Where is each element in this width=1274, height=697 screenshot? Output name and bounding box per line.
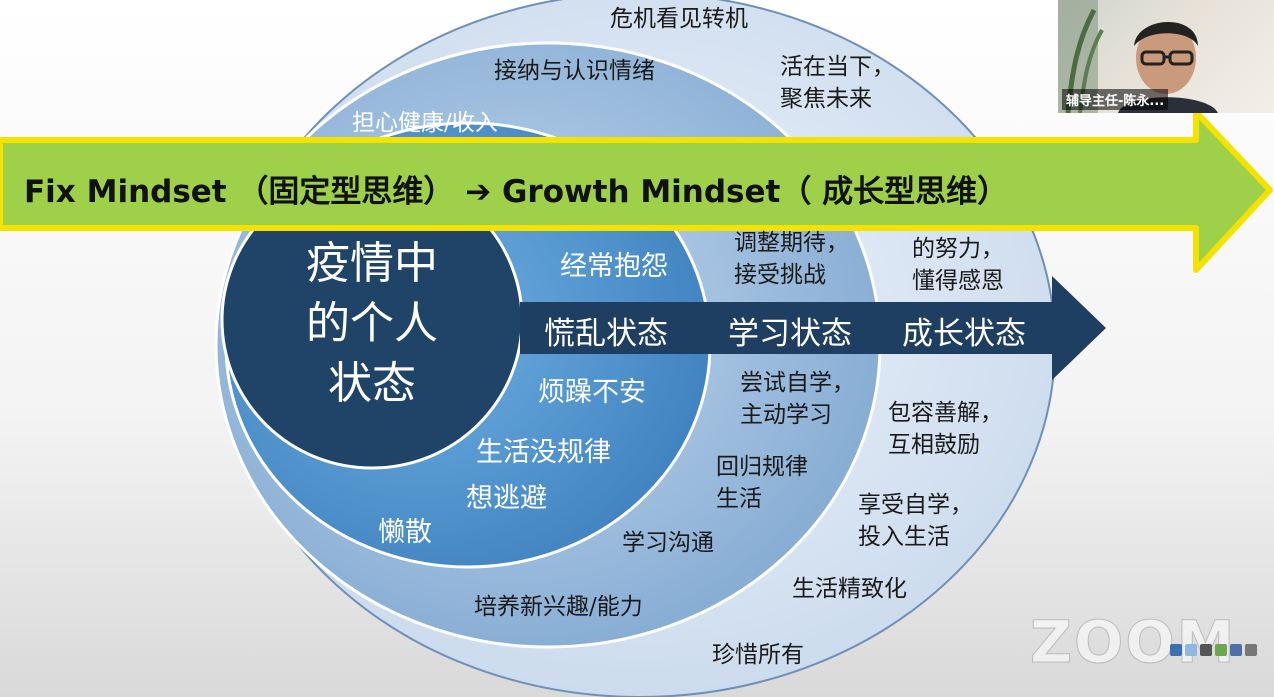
outer-text-3: 聚焦未来 [780, 86, 872, 112]
battery-icon[interactable] [1215, 644, 1227, 656]
middle-text-6: 回归规律 [716, 454, 808, 480]
inner-text-5: 想逃避 [466, 483, 547, 514]
inner-text-3: 烦躁不安 [538, 377, 646, 408]
core-line-1: 疫情中 [306, 238, 438, 289]
inner-text-4: 生活没规律 [476, 437, 611, 468]
middle-text-3: 接受挑战 [734, 262, 826, 288]
outer-text-1: 危机看见转机 [610, 6, 748, 32]
inner-text-1: 担心健康/收入 [352, 110, 498, 136]
outer-text-4: 的努力， [912, 236, 1004, 262]
arrow-label-growth: 成长状态 [902, 316, 1026, 352]
arrow-label-learning: 学习状态 [728, 316, 852, 352]
middle-text-4: 尝试自学， [740, 370, 855, 396]
middle-text-7: 生活 [716, 486, 762, 512]
core-line-3: 状态 [328, 358, 416, 409]
middle-text-8: 学习沟通 [622, 530, 714, 556]
zoom-watermark: ZOOM [1029, 608, 1237, 677]
middle-text-9: 培养新兴趣/能力 [474, 594, 643, 620]
inner-text-6: 懒散 [378, 517, 432, 548]
inner-text-2: 经常抱怨 [560, 251, 668, 282]
outer-text-6: 包容善解， [888, 400, 1003, 426]
outer-text-10: 生活精致化 [792, 576, 907, 602]
middle-text-1: 接纳与认识情绪 [494, 58, 655, 84]
outer-text-8: 享受自学， [858, 492, 973, 518]
core-line-2: 的个人 [306, 298, 438, 349]
cloud-icon[interactable] [1185, 644, 1197, 656]
participant-name-label: 辅导主任-陈永... [1062, 89, 1169, 110]
outer-text-2: 活在当下， [780, 54, 895, 80]
outer-text-7: 互相鼓励 [888, 432, 980, 458]
mindset-banner-text: Fix Mindset （固定型思维） ➔ Growth Mindset（ 成长… [24, 174, 1009, 210]
outer-text-9: 投入生活 [858, 524, 950, 550]
arrow-label-panic: 慌乱状态 [544, 316, 668, 352]
keyboard-icon[interactable] [1230, 644, 1242, 656]
middle-text-2: 调整期待， [734, 230, 849, 256]
system-tray [1170, 640, 1268, 660]
mindset-banner-arrow [0, 109, 1273, 273]
outer-text-11: 珍惜所有 [712, 642, 804, 668]
settings-icon[interactable] [1245, 644, 1257, 656]
network-icon[interactable] [1170, 644, 1182, 656]
speaker-icon[interactable] [1200, 644, 1212, 656]
outer-text-5: 懂得感恩 [912, 268, 1004, 294]
middle-text-5: 主动学习 [740, 402, 832, 428]
state-arrow [520, 276, 1106, 380]
